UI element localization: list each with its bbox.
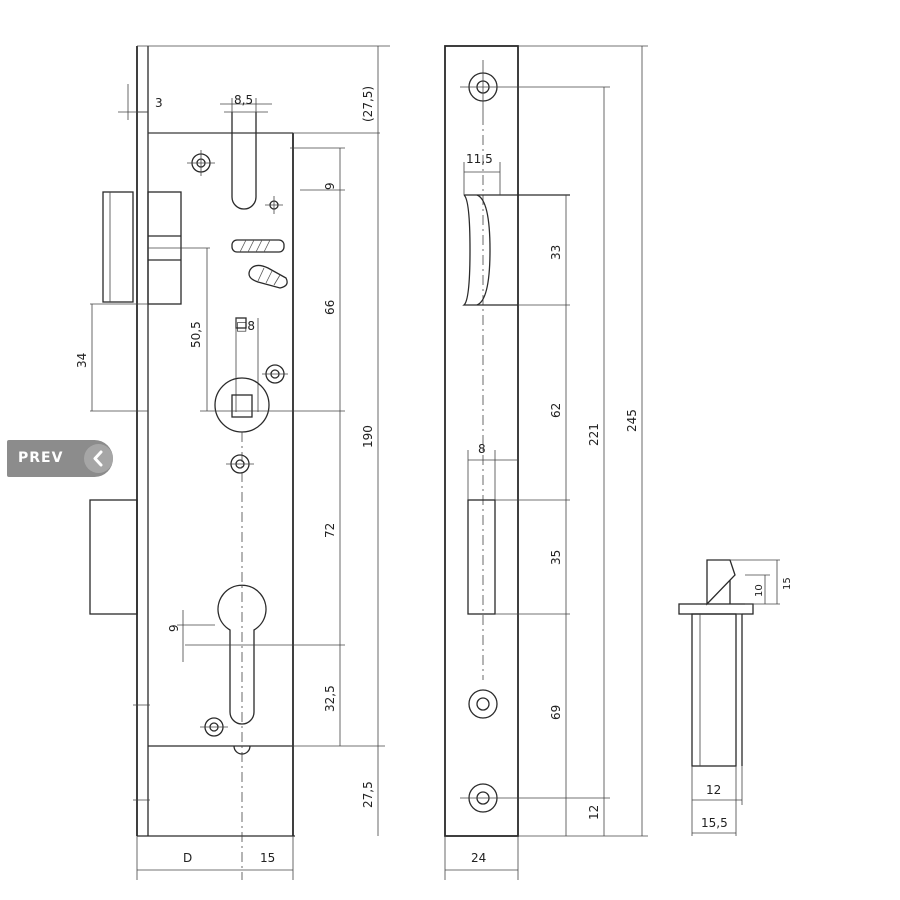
latch-detail-view	[678, 559, 780, 836]
dim-72: 72	[323, 523, 337, 538]
dim-D: D	[183, 851, 192, 865]
dim-32-5: 32,5	[323, 685, 337, 712]
dim-12: 12	[587, 805, 601, 820]
dim-9-lower: 9	[167, 624, 181, 632]
dim-66: 66	[323, 300, 337, 315]
dim-12-latch: 12	[706, 783, 721, 797]
dim-34: 34	[75, 353, 89, 368]
dim-11-5: 11,5	[466, 152, 493, 166]
dim-15-latch: 15	[782, 577, 793, 590]
chevron-left-icon	[84, 444, 113, 473]
dim-69: 69	[549, 705, 563, 720]
dim-10: 10	[754, 584, 765, 597]
dim-27-5-bottom: 27,5	[361, 781, 375, 808]
latch-detail-labels: 10 15 12 15,5	[701, 577, 793, 830]
dim-24: 24	[471, 851, 486, 865]
front-view-labels: 3 8,5 (27,5) 9 66 190 50,5 34 □8 72 9 32…	[75, 86, 375, 865]
dim-27-5-top: (27,5)	[361, 86, 375, 122]
dim-square-8: □8	[236, 319, 255, 333]
dim-3: 3	[155, 96, 163, 110]
dim-62: 62	[549, 403, 563, 418]
dim-190: 190	[361, 425, 375, 448]
dim-8: 8	[478, 442, 486, 456]
side-view	[444, 45, 648, 880]
dim-33: 33	[549, 245, 563, 260]
dim-8-5: 8,5	[234, 93, 253, 107]
dim-221: 221	[587, 423, 601, 446]
dim-35: 35	[549, 550, 563, 565]
front-view	[89, 45, 390, 880]
side-view-labels: 11,5 33 62 221 245 8 35 69 12 24	[466, 152, 639, 865]
dim-15: 15	[260, 851, 275, 865]
dim-9-upper: 9	[323, 182, 337, 190]
dim-15-5: 15,5	[701, 816, 728, 830]
prev-label: PREV	[18, 450, 64, 466]
dim-245: 245	[625, 409, 639, 432]
dim-50-5: 50,5	[189, 321, 203, 348]
prev-button[interactable]: PREV	[7, 440, 113, 477]
